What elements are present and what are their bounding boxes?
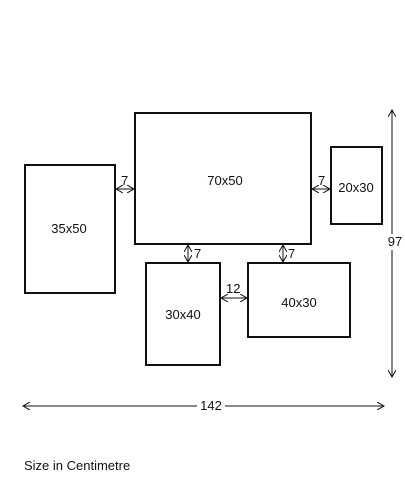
total-width-label: 142 xyxy=(200,398,222,413)
frame-30x40 xyxy=(145,262,221,366)
gap-between-lower-label: 12 xyxy=(226,281,240,296)
total-width-label-gap xyxy=(197,398,225,414)
frame-35x50 xyxy=(24,164,116,294)
gap-left-center-label: 7 xyxy=(121,173,128,188)
frame-70x50 xyxy=(134,112,312,245)
total-height-label-gap xyxy=(386,234,404,250)
gap-center-right-label: 7 xyxy=(318,173,325,188)
frame-30x40-label: 30x40 xyxy=(165,307,200,322)
frame-35x50-label: 35x50 xyxy=(51,221,86,236)
total-height-label: 97 xyxy=(388,234,402,249)
frame-70x50-label: 70x50 xyxy=(207,173,242,188)
size-unit-caption: Size in Centimetre xyxy=(24,458,131,473)
frame-20x30 xyxy=(330,146,383,225)
frame-20x30-label: 20x30 xyxy=(338,180,373,195)
gap-center-lower-left-label: 7 xyxy=(194,246,201,261)
frame-40x30-label: 40x30 xyxy=(281,295,316,310)
gap-center-lower-right-label: 7 xyxy=(288,246,295,261)
frame-40x30 xyxy=(247,262,351,338)
